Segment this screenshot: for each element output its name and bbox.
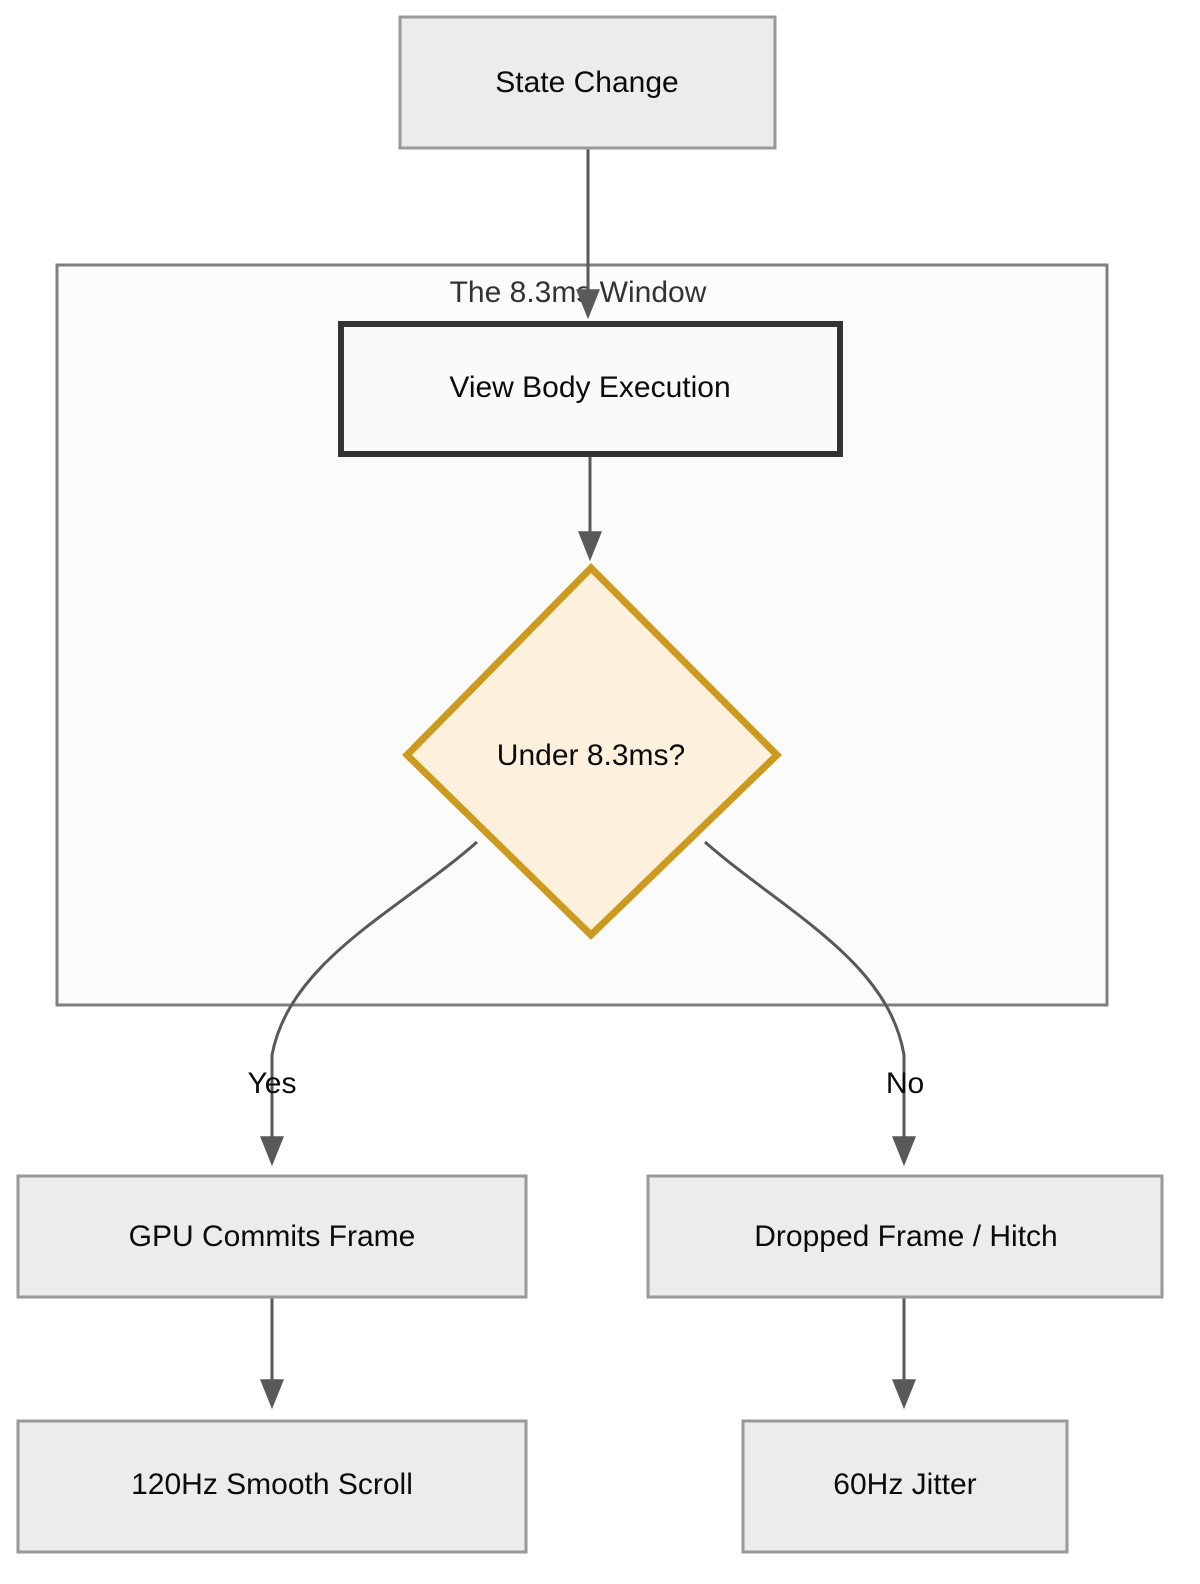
node-state-change[interactable]: State Change	[398, 15, 777, 150]
node-under-8-3ms-label: Under 8.3ms?	[497, 739, 685, 772]
node-gpu-commits-frame-box[interactable]	[16, 1174, 528, 1299]
node-120hz-smooth-scroll-label: 120Hz Smooth Scroll	[131, 1468, 413, 1501]
node-dropped-frame-hitch-label: Dropped Frame / Hitch	[754, 1220, 1057, 1253]
node-view-body-execution[interactable]: View Body Execution	[338, 321, 843, 457]
node-under-8-3ms-diamond[interactable]	[402, 563, 782, 940]
node-under-8-3ms-decision[interactable]: Under 8.3ms?	[402, 563, 782, 940]
edge-label-yes: Yes	[248, 1067, 297, 1100]
edge-decision-no-to-dropped-frame	[704, 840, 916, 1167]
node-dropped-frame-hitch[interactable]: Dropped Frame / Hitch	[646, 1174, 1164, 1299]
node-60hz-jitter[interactable]: 60Hz Jitter	[741, 1419, 1069, 1554]
node-state-change-label: State Change	[495, 66, 678, 99]
node-120hz-smooth-scroll[interactable]: 120Hz Smooth Scroll	[16, 1419, 528, 1554]
node-60hz-jitter-label: 60Hz Jitter	[833, 1468, 976, 1501]
node-view-body-execution-label: View Body Execution	[449, 371, 730, 404]
edge-label-no: No	[886, 1067, 924, 1100]
node-gpu-commits-frame[interactable]: GPU Commits Frame	[16, 1174, 528, 1299]
node-60hz-jitter-box[interactable]	[741, 1419, 1069, 1554]
node-view-body-execution-box[interactable]	[338, 321, 843, 457]
node-dropped-frame-hitch-box[interactable]	[646, 1174, 1164, 1299]
edge-decision-yes-to-gpu-commits	[260, 840, 478, 1167]
cluster-label: The 8.3ms Window	[450, 276, 707, 309]
node-gpu-commits-frame-label: GPU Commits Frame	[129, 1220, 416, 1253]
node-120hz-smooth-scroll-box[interactable]	[16, 1419, 528, 1554]
node-state-change-box[interactable]	[398, 15, 777, 150]
